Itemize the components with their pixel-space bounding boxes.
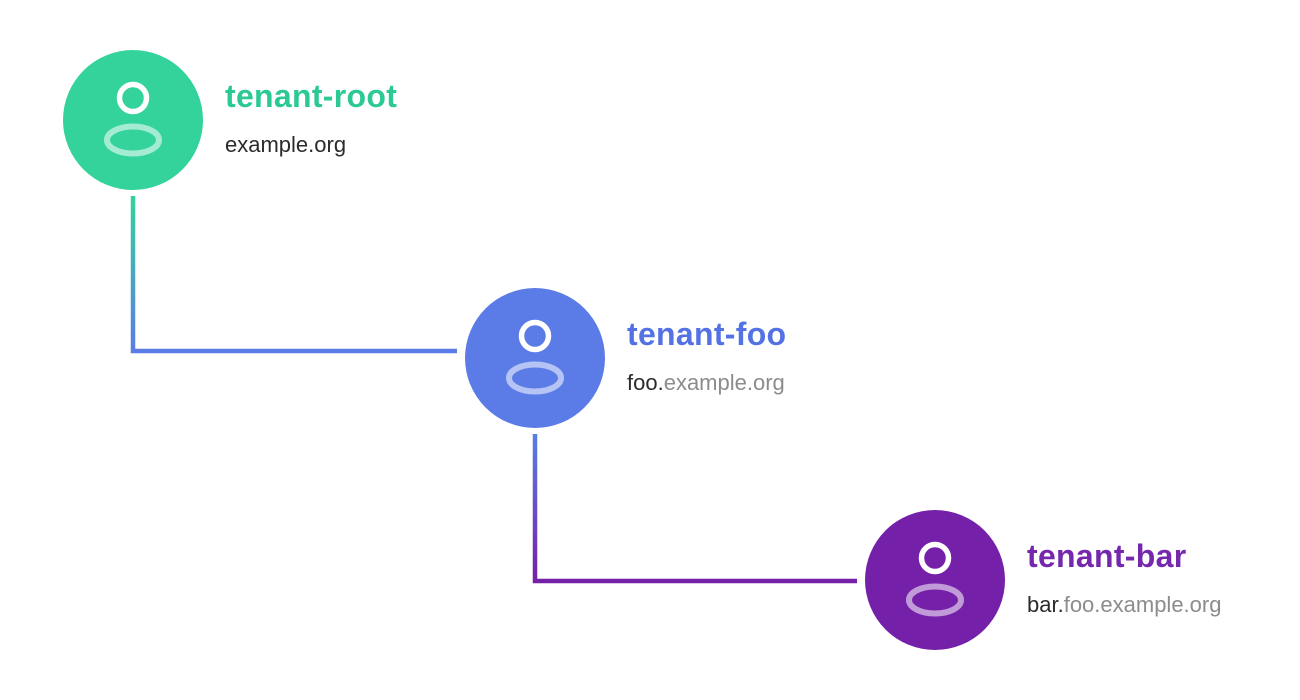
connector-foo-to-bar: [532, 434, 857, 584]
tenant-domain: foo.example.org: [627, 370, 786, 396]
tenant-name: tenant-root: [225, 78, 398, 114]
domain-own-part: foo.: [627, 370, 664, 395]
tenant-name: tenant-foo: [627, 316, 787, 352]
tenant-bar-labels: tenant-bar bar.foo.example.org: [1027, 538, 1221, 618]
tenant-node-foo: tenant-foo foo.example.org: [465, 288, 786, 428]
person-icon: [906, 541, 964, 617]
person-icon: [104, 81, 162, 157]
tenant-foo-avatar: [465, 288, 605, 428]
avatar-circle: [465, 288, 605, 428]
tenant-node-bar: tenant-bar bar.foo.example.org: [865, 510, 1221, 650]
tenant-foo-labels: tenant-foo foo.example.org: [627, 316, 786, 396]
tenant-domain: example.org: [225, 132, 397, 158]
domain-inherited-part: example.org: [663, 370, 785, 395]
avatar-circle: [63, 50, 203, 190]
tenant-node-root: tenant-root example.org: [63, 50, 397, 190]
tenant-root-avatar: [63, 50, 203, 190]
domain-own-part: example.org: [225, 132, 347, 157]
domain-own-part: bar.: [1027, 592, 1064, 617]
avatar-circle: [865, 510, 1005, 650]
connector-root-to-foo: [130, 196, 457, 354]
tenant-name: tenant-bar: [1027, 538, 1187, 574]
tenant-root-labels: tenant-root example.org: [225, 78, 397, 158]
person-icon: [506, 319, 564, 395]
tenant-domain: bar.foo.example.org: [1027, 592, 1221, 618]
domain-inherited-part: foo.example.org: [1063, 592, 1222, 617]
tenant-bar-avatar: [865, 510, 1005, 650]
